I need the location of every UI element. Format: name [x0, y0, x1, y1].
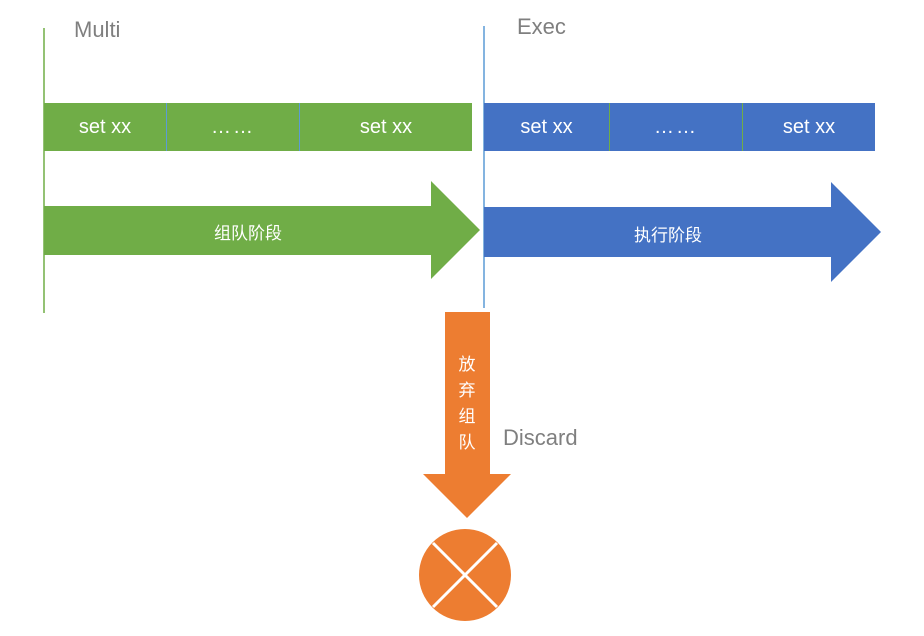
- exec-command-bar: set xx …… set xx: [484, 103, 875, 151]
- multi-command-cell: set xx: [359, 115, 413, 138]
- group-phase-arrow: [44, 181, 480, 279]
- multi-label: Multi: [74, 17, 121, 42]
- circle-x-icon: [419, 529, 511, 621]
- abandon-char: 弃: [458, 381, 476, 401]
- exec-ellipsis-cell: ……: [610, 103, 743, 151]
- exec-command-cell: set xx: [484, 103, 610, 151]
- multi-ellipsis-cell: ……: [167, 103, 300, 151]
- exec-label: Exec: [517, 14, 566, 39]
- exec-command-cell: set xx: [782, 115, 836, 138]
- multi-command-cell: set xx: [44, 103, 167, 151]
- abandon-char: 组: [458, 407, 476, 427]
- abandon-char: 放: [458, 355, 476, 375]
- group-phase-text: 组队阶段: [214, 224, 282, 244]
- discard-arrow: [423, 312, 511, 518]
- abandon-char: 队: [458, 433, 476, 453]
- discard-label: Discard: [503, 425, 578, 450]
- multi-command-bar: set xx …… set xx: [44, 103, 472, 151]
- exec-phase-text: 执行阶段: [634, 226, 702, 246]
- abandon-text: 放 弃 组 队: [455, 352, 479, 456]
- exec-phase-arrow: [484, 182, 881, 282]
